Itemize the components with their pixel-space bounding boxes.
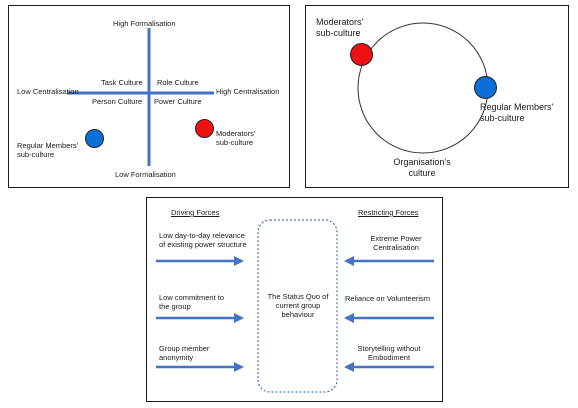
driving-forces-heading: Driving Forces — [171, 208, 220, 217]
organisation-culture-label: Organisation's culture — [393, 157, 451, 178]
restricting-force-label-3: Storytelling without Embodiment — [357, 344, 421, 362]
organisation-circle-panel: Moderators' sub-culture Regular Members'… — [305, 5, 569, 188]
low-centralisation-label: Low Centralisation — [17, 87, 79, 96]
task-culture-label: Task Culture — [101, 78, 143, 87]
low-formalisation-label: Low Formalisation — [115, 170, 176, 179]
high-centralisation-label: High Centralisation — [216, 87, 280, 96]
culture-grid-axes — [67, 28, 214, 166]
regular-members-dot — [85, 129, 104, 148]
power-culture-label: Power Culture — [154, 97, 202, 106]
driving-force-label-1: Low day-to-day relevance of existing pow… — [159, 231, 247, 249]
restricting-force-label-2: Reliance on Volunteerism — [345, 294, 431, 303]
moderators-label: Moderators' sub-culture — [216, 129, 256, 147]
organisation-circle — [357, 22, 489, 154]
status-quo-text: The Status Quo of current group behaviou… — [267, 292, 329, 319]
moderators-dot — [350, 43, 373, 66]
moderators-dot — [195, 119, 214, 138]
status-quo-box — [257, 219, 338, 393]
culture-grid-panel: High Formalisation Low Formalisation Low… — [8, 5, 290, 188]
force-field-graphic — [156, 219, 434, 393]
force-field-panel: Driving Forces Restricting Forces The St… — [146, 197, 443, 402]
driving-force-label-3: Group member anonymity — [159, 344, 210, 362]
role-culture-label: Role Culture — [157, 78, 199, 87]
restricting-forces-heading: Restricting Forces — [358, 208, 419, 217]
high-formalisation-label: High Formalisation — [113, 19, 176, 28]
restricting-force-label-1: Extreme Power Centralisation — [370, 234, 422, 252]
regular-members-label: Regular Members' sub-culture — [17, 141, 79, 159]
moderators-label: Moderators' sub-culture — [316, 17, 364, 38]
regular-members-dot — [474, 76, 497, 99]
regular-members-label: Regular Members' sub-culture — [480, 102, 554, 123]
driving-force-label-2: Low commitment to the group — [159, 293, 225, 311]
person-culture-label: Person Culture — [92, 97, 143, 106]
